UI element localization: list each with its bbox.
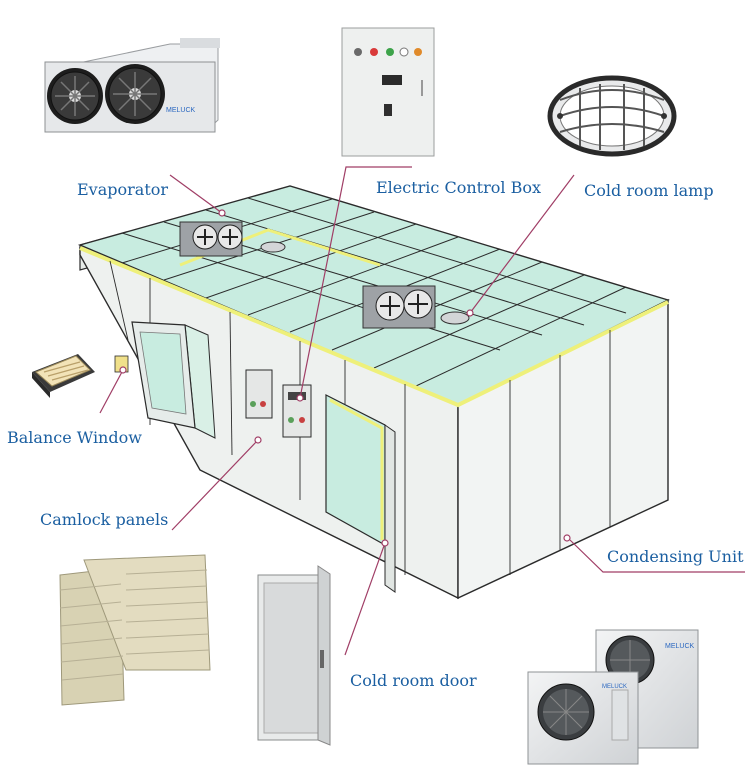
leader-lines [99,166,745,656]
evaporator-photo: MELUCK [44,38,220,133]
ceiling-lamp-1 [260,241,286,253]
label-camlock-panels: Camlock panels [40,510,169,529]
control-box-photo [341,27,435,157]
balance-window-photo [32,354,95,398]
front-door-leaf [384,424,396,593]
door-photo [257,565,331,746]
cold-room [77,185,670,600]
panels-photo [59,554,211,706]
evaporator-badge: MELUCK [166,107,196,114]
lamp-photo [547,75,677,157]
condensing-unit-badge: MELUCK [665,643,695,650]
ceiling-lamp-2 [440,311,470,325]
front-door-trim [329,398,384,540]
condensing-unit-photo: MELUCK MELUCK [527,629,699,765]
label-electric-control-box: Electric Control Box [376,178,541,197]
label-cold-room-lamp: Cold room lamp [584,181,714,200]
label-balance-window: Balance Window [7,428,142,447]
side-door-glass [139,331,187,415]
control-box-small [245,369,273,419]
ceiling-evaporator-2 [362,285,436,329]
wall-seams [109,260,611,575]
leader-dots [119,209,571,547]
label-evaporator: Evaporator [77,180,169,199]
ceiling-evaporator-1 [179,221,243,257]
control-box-main [282,384,312,438]
top-trim [79,246,669,408]
label-condensing-unit: Condensing Unit [607,547,744,566]
condensing-unit-badge-front: MELUCK [602,684,627,690]
label-cold-room-door: Cold room door [350,671,477,690]
